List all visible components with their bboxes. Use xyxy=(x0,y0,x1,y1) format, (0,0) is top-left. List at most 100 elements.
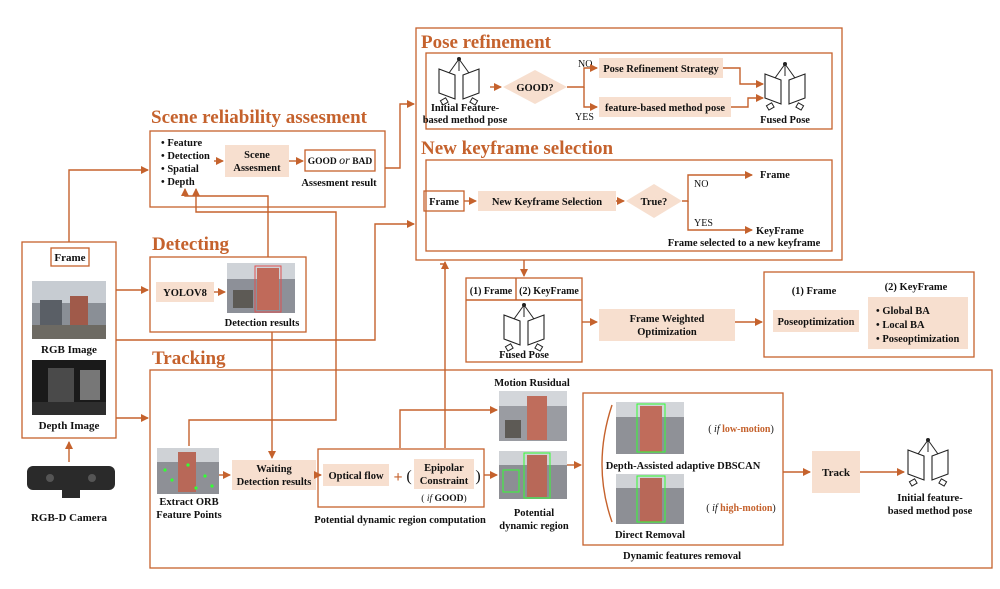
motion-residual-image xyxy=(499,391,567,441)
orb-features-image xyxy=(157,448,219,494)
bullet-feature: Feature xyxy=(167,138,202,149)
high-motion-label: ( if high-motion) xyxy=(706,503,775,514)
scene-bullets: • Feature • Detection • Spatial • Depth xyxy=(161,138,210,188)
kf-yes-label: YES xyxy=(694,218,713,229)
ba-item-local: • Local BA xyxy=(876,320,925,331)
fb-keyframe-label: (2) KeyFrame xyxy=(519,286,579,297)
depth-image xyxy=(32,360,106,415)
kf-caption: Frame selected to a new keyframe xyxy=(668,238,821,249)
pose-refinement-box xyxy=(425,52,833,130)
tracking-initial-label-2: based method pose xyxy=(888,506,973,517)
pr-no-label: NO xyxy=(578,59,592,70)
pr-yes-label: YES xyxy=(575,112,594,123)
dynamic-removal-box xyxy=(582,392,784,546)
fb-frame-label: (1) Frame xyxy=(470,286,513,297)
svg-text:• Feature: • Feature xyxy=(161,138,202,149)
yolo-label: YOLOV8 xyxy=(163,288,207,299)
true-decision-diamond xyxy=(626,184,682,218)
feature-pose-label: feature-based method pose xyxy=(605,103,725,114)
frame-weighted-optimization-box xyxy=(599,309,735,341)
waiting-label-1: Waiting xyxy=(256,464,292,475)
initial-pose-camera-icon xyxy=(438,56,480,106)
track-box xyxy=(812,451,860,493)
tracking-box xyxy=(149,369,993,569)
optical-flow-box xyxy=(323,464,389,486)
camera-label: RGB-D Camera xyxy=(31,512,108,524)
feature-pose-box xyxy=(599,97,731,117)
dynamic-removal-label: Dynamic features removal xyxy=(623,551,741,562)
new-keyframe-selection-label: New Keyframe Selection xyxy=(492,197,602,208)
direct-removal-image xyxy=(616,474,684,524)
fb-fused-pose-label: Fused Pose xyxy=(499,350,549,361)
scene-assessment-label-1: Scene xyxy=(244,150,270,161)
ba-list-box xyxy=(868,297,968,349)
potential-region-label-2: dynamic region xyxy=(499,521,569,532)
kf-no-label: NO xyxy=(694,179,708,190)
dbscan-label: Depth-Assisted adaptive DBSCAN xyxy=(606,461,761,472)
poseopt-label: Poseoptimization xyxy=(778,317,855,328)
fused-pose-camera-icon xyxy=(764,61,806,111)
potential-region-label-1: Potential xyxy=(514,508,554,519)
new-keyframe-selection-box xyxy=(478,191,616,211)
waiting-detection-box xyxy=(232,460,316,490)
detection-results-label: Detection results xyxy=(225,318,300,329)
pose-refinement-outer-box xyxy=(415,27,843,261)
extract-orb-label-2: Feature Points xyxy=(156,510,221,521)
detecting-box xyxy=(149,256,307,333)
input-frame-box xyxy=(50,247,90,267)
motion-residual-label: Motion Rusidual xyxy=(494,378,570,389)
tracking-initial-pose-camera-icon xyxy=(907,437,949,487)
pose-refinement-title: Pose refinement xyxy=(421,32,552,53)
fb-camera-icon xyxy=(503,302,545,352)
optical-flow-label: Optical flow xyxy=(328,471,384,482)
detecting-title: Detecting xyxy=(152,234,230,255)
svg-text:• Depth: • Depth xyxy=(161,177,195,188)
good-or-bad-box xyxy=(304,149,376,172)
pose-refinement-strategy-label: Pose Refinement Strategy xyxy=(603,64,719,75)
dbscan-image xyxy=(616,402,684,454)
epipolar-label-2: Constraint xyxy=(420,476,469,487)
new-keyframe-title: New keyframe selection xyxy=(421,138,613,159)
lparen: ( xyxy=(406,468,411,485)
pr-initial-label-1: Initial Feature- xyxy=(431,103,500,114)
opt-keyframe-head: (2) KeyFrame xyxy=(885,282,948,293)
direct-removal-label: Direct Removal xyxy=(615,530,685,541)
rparen: ) xyxy=(475,468,480,485)
scene-reliability-title: Scene reliability assesment xyxy=(151,107,368,128)
good-question-label: GOOD? xyxy=(516,83,553,94)
rgb-image-label: RGB Image xyxy=(41,344,97,356)
bullet-spatial: Spatial xyxy=(167,164,199,175)
true-question-label: True? xyxy=(641,197,668,208)
scene-assessment-label-2: Assesment xyxy=(233,163,281,174)
ba-item-poseopt: • Poseoptimization xyxy=(876,334,959,345)
low-motion-label: ( if low-motion) xyxy=(708,424,774,435)
rgb-image xyxy=(32,281,106,339)
bullet-depth: Depth xyxy=(167,177,195,188)
connectors xyxy=(65,64,905,523)
keyframe-box xyxy=(425,159,833,252)
svg-text:• Spatial: • Spatial xyxy=(161,164,199,175)
detection-results-image xyxy=(227,263,295,313)
fused-block-box xyxy=(465,277,583,363)
plus-sign: + xyxy=(393,469,402,486)
pr-initial-label-2: based method pose xyxy=(423,115,508,126)
opt-frame-head: (1) Frame xyxy=(792,286,837,297)
tracking-initial-label-1: Initial feature- xyxy=(897,493,963,504)
poseopt-box xyxy=(773,310,859,332)
kf-frame-out-label: Frame xyxy=(760,170,790,181)
bullet-detection: Detection xyxy=(167,151,210,162)
waiting-label-2: Detection results xyxy=(237,477,312,488)
input-frame-label: Frame xyxy=(54,252,85,264)
epipolar-label-1: Epipolar xyxy=(424,463,464,474)
kf-keyframe-out-label: KeyFrame xyxy=(756,226,804,237)
good-decision-diamond xyxy=(503,70,567,104)
potential-computation-label: Potential dynamic region computation xyxy=(314,515,486,526)
optimization-box xyxy=(763,271,975,358)
svg-text:• Detection: • Detection xyxy=(161,151,210,162)
potential-region-image xyxy=(499,451,567,499)
rgbd-camera-icon xyxy=(27,466,115,498)
pr-fused-pose-label: Fused Pose xyxy=(760,115,810,126)
yolo-box xyxy=(156,282,214,302)
epipolar-box xyxy=(414,459,474,489)
